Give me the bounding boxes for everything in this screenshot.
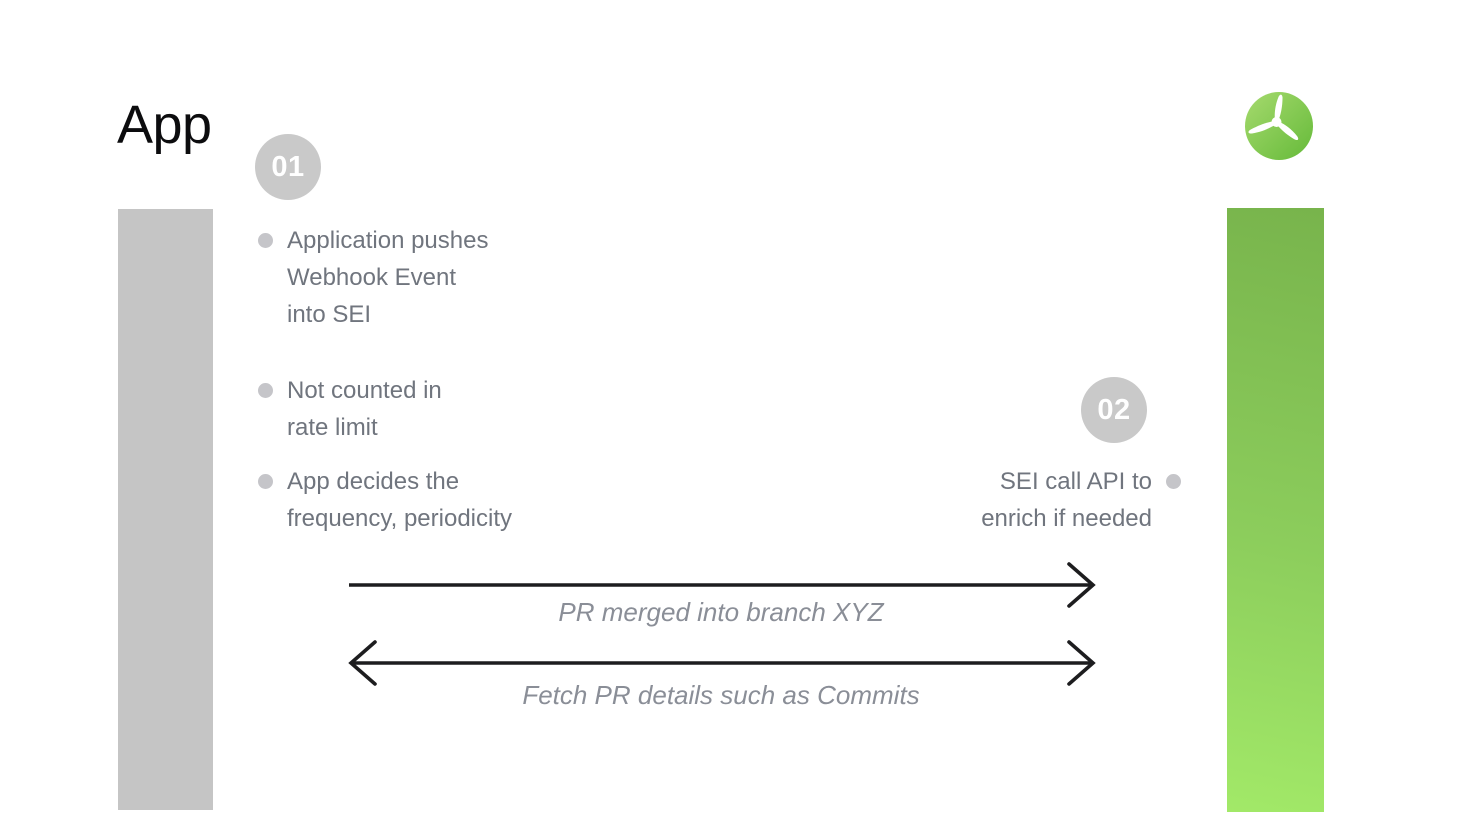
list-item-sei-call-api: SEI call API to enrich if needed	[981, 463, 1181, 537]
bullet-text: App decides the frequency, periodicity	[287, 468, 512, 532]
sei-lifeline-bar	[1227, 208, 1324, 812]
step-02-badge: 02	[1081, 377, 1147, 443]
list-item-app-pushes: Application pushes Webhook Event into SE…	[258, 222, 488, 333]
arrow-right-icon	[349, 562, 1096, 608]
bullet-text: Application pushes Webhook Event into SE…	[287, 227, 489, 328]
bullet-text: Not counted in rate limit	[287, 377, 442, 441]
step-01-badge: 01	[255, 134, 321, 200]
app-lifeline-bar	[118, 209, 213, 810]
bullet-icon	[258, 383, 273, 398]
app-lane-title: App	[117, 95, 212, 155]
bullet-icon	[258, 474, 273, 489]
list-item-rate-limit: Not counted in rate limit	[258, 372, 442, 446]
arrow-label: PR merged into branch XYZ	[558, 597, 884, 627]
bullet-icon	[1166, 474, 1181, 489]
sei-propeller-logo-icon	[1245, 92, 1313, 160]
arrow-label: Fetch PR details such as Commits	[522, 680, 920, 710]
bullet-icon	[258, 233, 273, 248]
bullet-text: SEI call API to enrich if needed	[981, 468, 1152, 532]
arrow-both-icon	[348, 640, 1096, 686]
list-item-frequency: App decides the frequency, periodicity	[258, 463, 512, 537]
